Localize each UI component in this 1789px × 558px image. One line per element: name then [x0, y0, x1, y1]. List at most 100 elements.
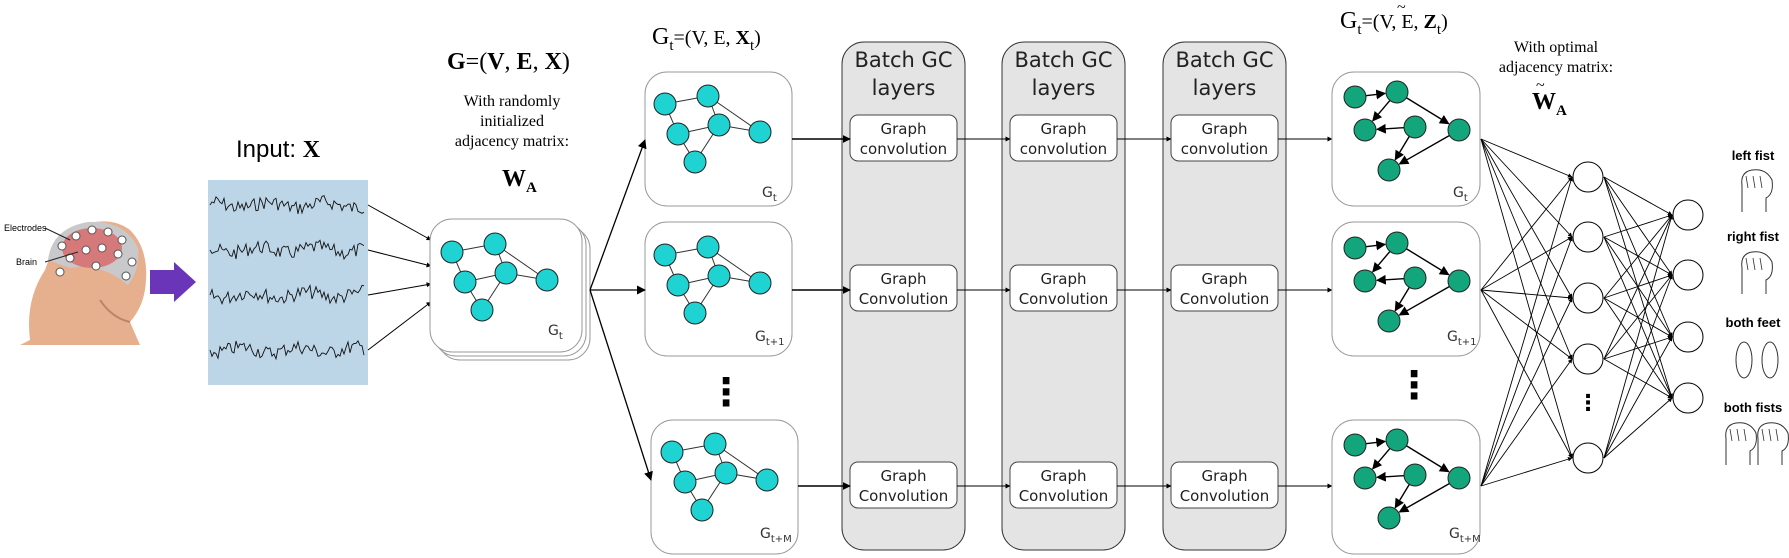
- w-a-matrix: WA: [502, 166, 537, 196]
- nn-edge: [1603, 214, 1673, 299]
- graph-node: [748, 120, 772, 144]
- finger-line: [1752, 257, 1756, 271]
- gc-box-line2: Convolution: [859, 487, 949, 505]
- graph-node: [755, 468, 779, 492]
- graph-node: [535, 268, 559, 292]
- connector-arrow: [589, 289, 653, 481]
- input-arrow-icon: [150, 262, 196, 302]
- finger-line: [1759, 175, 1763, 189]
- graph-node: [683, 150, 707, 174]
- gc-box-line1: Graph: [1040, 467, 1086, 485]
- graph-node: [748, 271, 772, 295]
- graph-node: [683, 301, 707, 325]
- output-neuron: [1672, 321, 1704, 353]
- graph-node: [483, 232, 507, 256]
- directed-edge: [1372, 99, 1391, 122]
- graph-node: [666, 122, 690, 146]
- graph-node: [1353, 118, 1377, 142]
- finger-line: [1768, 428, 1772, 442]
- connector-arrow: [367, 204, 432, 241]
- graph-node: [1343, 85, 1367, 109]
- directed-edge: [1376, 471, 1405, 482]
- directed-edge: [1365, 89, 1387, 100]
- class-left-fist: left fist: [1732, 148, 1775, 163]
- nn-edge: [1603, 274, 1673, 360]
- class-both-fists: both fists: [1724, 400, 1783, 415]
- right-foot-icon: [1761, 341, 1779, 379]
- gc-box-line1: Graph: [1201, 467, 1247, 485]
- gt-header: Gt=(V, E, Xt): [652, 24, 761, 54]
- graph-node: [660, 440, 684, 464]
- graph-node: [1385, 231, 1409, 255]
- finger-line: [1759, 257, 1763, 271]
- nn-edge: [1603, 336, 1673, 459]
- nn-edge: [1480, 138, 1573, 299]
- finger-line: [1736, 428, 1740, 442]
- classifier-network: [1480, 138, 1704, 487]
- finger-line: [1729, 428, 1733, 442]
- graph-node: [1403, 463, 1427, 487]
- directed-edge: [1394, 136, 1410, 161]
- directed-edge: [1394, 484, 1410, 509]
- class-right-fist: right fist: [1727, 229, 1780, 244]
- nn-edge: [1480, 457, 1573, 487]
- finger-line: [1775, 428, 1779, 442]
- eeg-trace: [209, 284, 365, 305]
- w-tilde-mark: ~: [1536, 77, 1545, 94]
- graph-node: [703, 432, 727, 456]
- directed-edge: [1406, 445, 1450, 473]
- finger-line: [1745, 257, 1749, 271]
- graph-node: [1447, 466, 1471, 490]
- finger-line: [1743, 428, 1747, 442]
- both-fists-left-icon: [1725, 422, 1757, 465]
- gc-box-line1: Graph: [1201, 120, 1247, 138]
- nn-edge: [1480, 289, 1573, 300]
- graph-node: [696, 84, 720, 108]
- connector-arrow: [589, 139, 647, 291]
- gc-title-line1: Batch GC: [855, 48, 953, 72]
- graph-card: [644, 221, 793, 357]
- graph-node: [653, 243, 677, 267]
- nn-edge: [1480, 176, 1574, 487]
- gc-title-line2: layers: [1032, 76, 1096, 100]
- gt-label-row1: Gt: [762, 185, 777, 204]
- directed-edge: [1398, 482, 1450, 513]
- eeg-signal-traces: [209, 195, 432, 361]
- output-neuron: [1672, 199, 1704, 231]
- nn-edge: [1480, 138, 1573, 178]
- graph-card: [1331, 419, 1481, 555]
- graph-node: [453, 270, 477, 294]
- input-graph: [440, 232, 559, 322]
- nn-edge: [1603, 214, 1673, 238]
- connector-arrow: [367, 282, 432, 296]
- output-neuron: [1672, 259, 1704, 291]
- adj-opt-line1: With optimal: [1514, 39, 1599, 56]
- graph-node: [653, 92, 677, 116]
- ellipsis-nn: ⋮: [1577, 390, 1599, 415]
- directed-edge: [1372, 447, 1391, 470]
- directed-edge: [1406, 248, 1450, 276]
- directed-edge: [1365, 437, 1387, 448]
- finger-line: [1745, 175, 1749, 189]
- graph-node: [1377, 506, 1401, 530]
- graph-node: [714, 461, 738, 485]
- graph-node: [1353, 269, 1377, 293]
- gc-box-line2: Convolution: [1180, 290, 1270, 308]
- adj-init-line3: adjacency matrix:: [455, 133, 569, 150]
- nn-edge: [1480, 176, 1573, 291]
- input-graph-label: Gt: [548, 323, 563, 342]
- gc-box-line1: Graph: [1040, 120, 1086, 138]
- directed-edge: [1372, 250, 1391, 273]
- gc-title-line2: layers: [1193, 76, 1257, 100]
- graph-node: [470, 298, 494, 322]
- connector-arrow: [367, 301, 432, 351]
- ellipsis-out: ⋮: [1395, 365, 1433, 407]
- output-graphs: [1331, 71, 1481, 555]
- nn-edge: [1603, 336, 1673, 360]
- right-fist-icon: [1741, 251, 1773, 294]
- gc-box-line2: Convolution: [1180, 487, 1270, 505]
- gc-box-line1: Graph: [880, 270, 926, 288]
- e-tilde-mark: ~: [1397, 0, 1406, 16]
- eeg-trace: [209, 340, 365, 361]
